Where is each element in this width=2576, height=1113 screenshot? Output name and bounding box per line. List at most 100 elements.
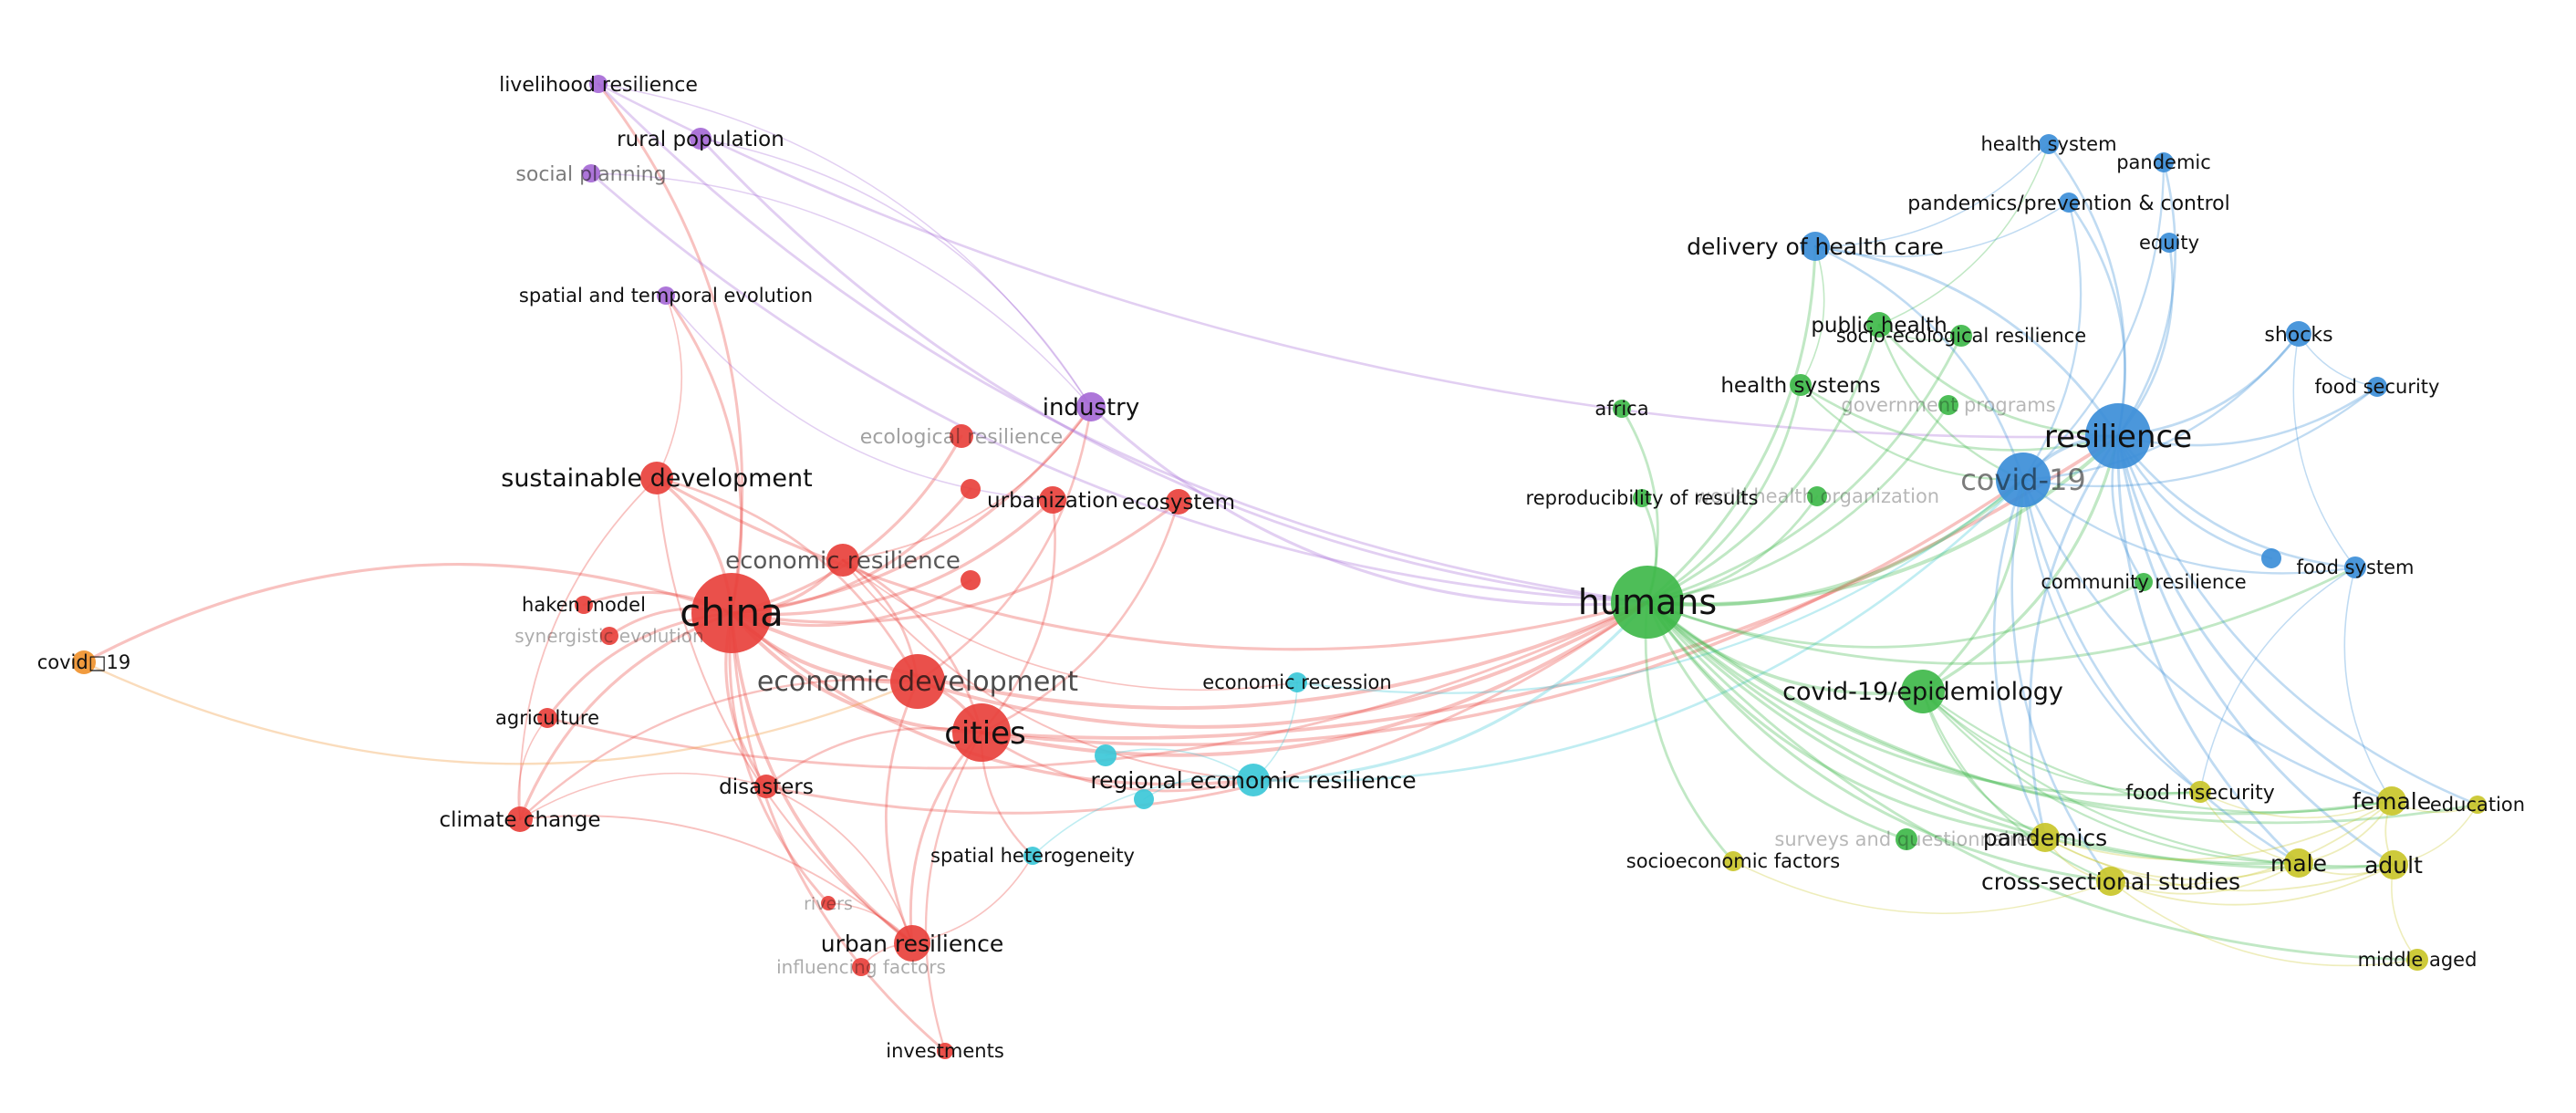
node-agriculture[interactable] — [537, 708, 557, 728]
node-social-planning[interactable] — [582, 164, 600, 182]
label-ecological-resilience: ecological resilience — [860, 426, 1063, 449]
node-humans[interactable] — [1611, 566, 1684, 639]
node-africa[interactable] — [1613, 400, 1631, 418]
edge-humans-middle-aged — [1646, 600, 2419, 962]
label-male: male — [2270, 850, 2327, 877]
label-adult: adult — [2364, 852, 2423, 879]
edge-resilience-pandemics — [2028, 434, 2120, 839]
edge-covid-19-epidemiology-adult — [1921, 690, 2395, 868]
edge-economic-resilience-industry — [842, 406, 1092, 561]
edge-regional-economic-resilience-spatial-heterogeneity — [1032, 777, 1254, 857]
edge-food-system-female — [2343, 567, 2393, 802]
node-ecological-resilience[interactable] — [950, 424, 973, 448]
node-covid-19-epidemiology[interactable] — [1901, 670, 1945, 713]
node-economic-resilience[interactable] — [826, 544, 859, 577]
node-cyan-hub-1[interactable] — [1095, 744, 1117, 766]
node-education[interactable] — [2468, 796, 2487, 814]
node-rivers[interactable] — [821, 896, 836, 910]
node-health-systems[interactable] — [1790, 374, 1812, 396]
node-pandemics[interactable] — [2031, 823, 2060, 852]
node-reproducibility-of-results[interactable] — [1633, 489, 1651, 507]
label-urban-resilience: urban resilience — [821, 931, 1003, 957]
node-socio-ecological-resilience[interactable] — [1950, 325, 1972, 347]
label-social-planning: social planning — [515, 163, 666, 186]
node-female[interactable] — [2377, 786, 2406, 816]
edge-economic-recession-covid-19 — [1295, 478, 2025, 694]
node-red-hub-2[interactable] — [961, 570, 981, 590]
edge-delivery-of-health-care-health-system — [1814, 143, 2050, 247]
node-haken-model[interactable] — [575, 596, 593, 614]
node-food-system[interactable] — [2344, 556, 2366, 578]
node-china[interactable] — [691, 573, 772, 653]
node-rural-population[interactable] — [690, 128, 712, 150]
edge-social-planning-humans — [589, 172, 1649, 604]
node-male[interactable] — [2284, 848, 2313, 878]
node-investments[interactable] — [937, 1043, 953, 1059]
edge-humans-cross-sectional-studies — [1646, 600, 2113, 883]
node-synergistic-evolution[interactable] — [600, 627, 618, 645]
label-agriculture: agriculture — [495, 707, 599, 729]
edge-resilience-adult — [2116, 434, 2395, 867]
node-blue-hub-1[interactable] — [2261, 548, 2281, 568]
edge-covid-19-epidemiology-male — [1921, 690, 2301, 865]
node-shocks[interactable] — [2286, 321, 2311, 347]
node-equity[interactable] — [2159, 233, 2179, 253]
node-ecosystem[interactable] — [1166, 489, 1191, 515]
node-cyan-hub-2[interactable] — [1134, 789, 1154, 809]
edge-health-systems-covid-19 — [1799, 383, 2025, 482]
edge-disasters-humans — [764, 600, 1649, 815]
node-world-health-organization[interactable] — [1807, 486, 1827, 506]
node-spatial-temporal-evolution[interactable] — [657, 286, 675, 305]
node-community-resilience[interactable] — [2135, 573, 2153, 591]
edge-china-covid19-orange — [82, 563, 733, 664]
node-delivery-of-health-care[interactable] — [1801, 232, 1830, 261]
node-industry[interactable] — [1076, 392, 1106, 421]
node-cities[interactable] — [952, 703, 1011, 762]
node-disasters[interactable] — [754, 775, 778, 798]
node-adult[interactable] — [2379, 850, 2408, 879]
node-public-health[interactable] — [1866, 312, 1892, 338]
node-economic-recession[interactable] — [1287, 672, 1307, 692]
node-socioeconomic-factors[interactable] — [1723, 851, 1743, 871]
edge-cross-sectional-studies-female — [2110, 800, 2393, 887]
node-surveys-and-questionnaires[interactable] — [1896, 828, 1917, 850]
edge-humans-resilience — [1646, 434, 2120, 607]
node-influencing-factors[interactable] — [852, 958, 870, 976]
label-reproducibility-of-results: reproducibility of results — [1526, 487, 1759, 509]
node-pandemic[interactable] — [2154, 152, 2174, 172]
edge-cities-resilience — [980, 434, 2120, 740]
node-cross-sectional-studies[interactable] — [2096, 867, 2125, 896]
edge-public-health-resilience — [1877, 323, 2120, 438]
node-covid19-orange[interactable] — [72, 650, 96, 674]
node-sustainable-development[interactable] — [640, 462, 673, 494]
node-middle-aged[interactable] — [2406, 949, 2428, 971]
node-government-programs[interactable] — [1938, 395, 1958, 415]
edge-economic-development-industry — [916, 405, 1093, 683]
node-food-security[interactable] — [2367, 377, 2387, 397]
node-economic-development[interactable] — [890, 654, 945, 709]
label-covid-19: covid-19 — [1960, 463, 2086, 497]
edge-china-ecological-resilience — [730, 434, 963, 615]
node-urban-resilience[interactable] — [894, 925, 930, 962]
node-livelihood-resilience[interactable] — [589, 75, 608, 93]
node-covid-19[interactable] — [1996, 452, 2051, 507]
node-regional-economic-resilience[interactable] — [1237, 764, 1270, 796]
node-spatial-heterogeneity[interactable] — [1023, 847, 1042, 865]
node-health-system[interactable] — [2039, 134, 2059, 154]
label-socioeconomic-factors: socioeconomic factors — [1626, 850, 1840, 872]
edge-sustainable-development-spatial-temporal-evolution — [656, 295, 683, 479]
edge-cities-disasters — [764, 726, 983, 788]
label-pandemics-prevention-control: pandemics/prevention & control — [1907, 192, 2230, 215]
node-urbanization[interactable] — [1039, 486, 1066, 514]
node-climate-change[interactable] — [507, 806, 533, 832]
edge-livelihood-resilience-resilience — [597, 82, 2120, 439]
node-pandemics-prevention-control[interactable] — [2059, 192, 2079, 213]
edge-china-livelihood-resilience — [597, 82, 744, 615]
edge-covid-19-epidemiology-food-insecurity — [1922, 691, 2201, 795]
node-red-hub-1[interactable] — [961, 479, 981, 499]
node-food-insecurity[interactable] — [2189, 781, 2211, 803]
label-health-systems: health systems — [1720, 374, 1880, 398]
node-resilience[interactable] — [2085, 403, 2151, 469]
